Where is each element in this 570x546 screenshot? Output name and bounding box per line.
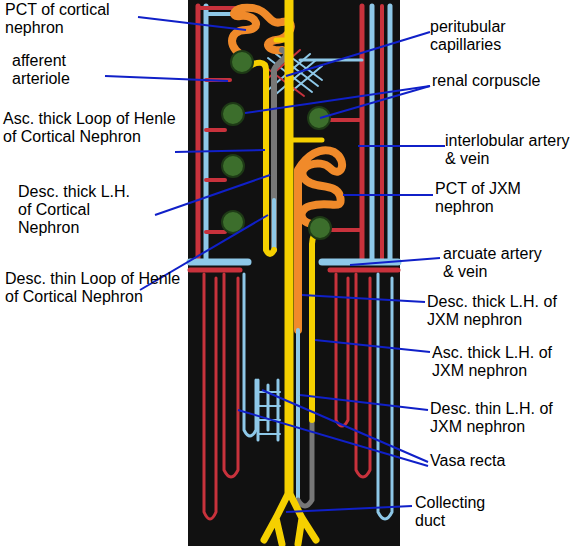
blood-vessels xyxy=(190,6,398,519)
part-label: Desc. thick L.H. of JXM nephron xyxy=(427,293,570,329)
part-label: renal corpuscle xyxy=(432,72,570,90)
part-label: Collecting duct xyxy=(415,494,515,530)
model-board xyxy=(188,0,400,546)
part-label: afferent arteriole xyxy=(12,52,102,88)
part-label: Vasa recta xyxy=(430,452,560,470)
part-label: Asc. thick L.H. of JXM nephron xyxy=(432,344,570,380)
part-label: arcuate artery & vein xyxy=(443,245,543,281)
juxtamedullary-nephron xyxy=(298,150,342,506)
part-label: Desc. thin Loop of Henle of Cortical Nep… xyxy=(5,270,185,306)
part-label: interlobular artery & vein xyxy=(445,132,570,168)
part-label: Asc. thick Loop of Henle of Cortical Nep… xyxy=(3,110,178,146)
renal-corpuscles xyxy=(222,51,331,239)
part-label: PCT of cortical nephron xyxy=(5,1,135,37)
part-label: Desc. thick L.H. of Cortical Nephron xyxy=(18,183,143,237)
part-label: PCT of JXM nephron xyxy=(435,180,535,216)
part-label: Desc. thin L.H. of JXM nephron xyxy=(430,400,570,436)
leader-lines xyxy=(105,17,445,512)
part-label: peritubular capillaries xyxy=(430,18,530,54)
collecting-duct xyxy=(264,0,322,544)
